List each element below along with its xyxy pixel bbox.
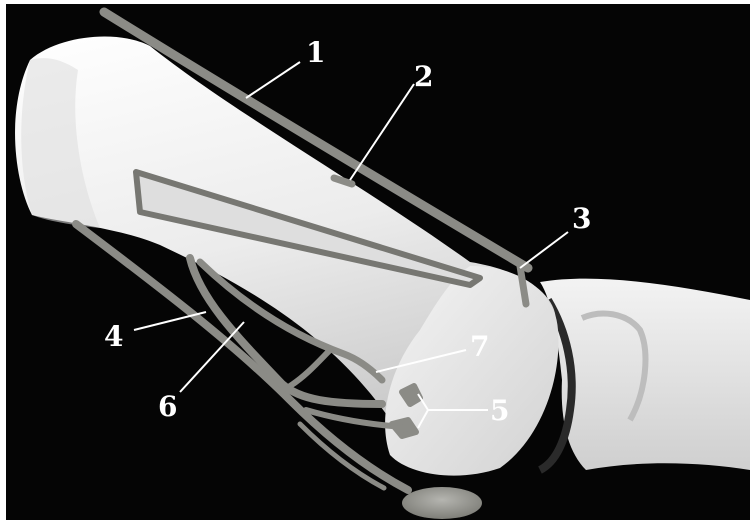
sesamoid-bone: [402, 487, 482, 519]
label-7: 7: [470, 330, 489, 363]
label-6: 6: [158, 390, 177, 423]
label-2: 2: [414, 60, 433, 93]
label-3: 3: [572, 202, 591, 235]
foramen-upper: [402, 386, 420, 404]
label-4: 4: [104, 320, 123, 353]
label-1: 1: [306, 36, 325, 69]
label-5: 5: [490, 394, 509, 427]
